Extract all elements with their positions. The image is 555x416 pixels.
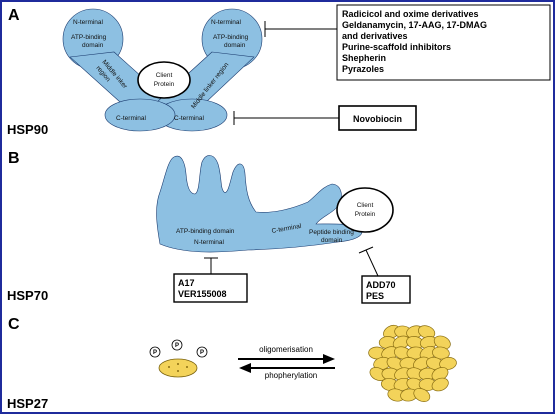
hsp90-c-terminal-left: C-terminal: [116, 115, 147, 122]
hsp70-peptide-line2: domain: [321, 237, 343, 244]
hsp70-peptide-line1: Peptide binding: [309, 229, 354, 236]
hsp90-c-terminal-right: C-terminal: [174, 115, 205, 122]
panel-name-hsp27: HSP27: [7, 396, 48, 411]
inhibitor-line-5: Shepherin: [342, 53, 386, 63]
oligomer-subunit: [439, 357, 457, 370]
hsp90-n-terminal-right: N-terminal: [211, 19, 242, 26]
ver155008-label: VER155008: [178, 289, 227, 299]
hsp27-phospho-dimer: P P P: [149, 339, 208, 378]
hsp90-ctd-inhibition-line: [233, 111, 339, 125]
phospho-p-left: P: [153, 350, 157, 356]
hsp90-atp-right-line2: domain: [224, 42, 246, 49]
hsp70-client-line2: Protein: [355, 211, 376, 218]
hsp90-n-terminal-left: N-terminal: [73, 19, 104, 26]
hsp90-client-line1: Client: [156, 72, 173, 79]
hsp70-client-line1: Client: [357, 202, 374, 209]
hsp70-atp-inhibition-line: [204, 257, 218, 274]
panel-letter-a: A: [8, 7, 20, 24]
panel-name-hsp70: HSP70: [7, 288, 48, 303]
hsp90-client-line2: Protein: [154, 81, 175, 88]
inhibitor-line-4: Purine-scaffold inhibitors: [342, 42, 451, 52]
add70-label: ADD70: [366, 280, 396, 290]
panel-name-hsp90: HSP90: [7, 122, 48, 137]
inhibitor-line-2: Geldanamycin, 17-AAG, 17-DMAG: [342, 20, 487, 30]
inhibitor-line-1: Radicicol and oxime derivatives: [342, 9, 479, 19]
hsp90-atp-left-line1: ATP-binding: [71, 34, 107, 41]
hsp90-protein: [62, 8, 263, 132]
hsp90-atp-right-line1: ATP-binding: [213, 34, 249, 41]
inhibitor-line-3: and derivatives: [342, 31, 408, 41]
hsp70-n-terminal: N-terminal: [194, 239, 225, 246]
phopherylation-label: phopherylation: [265, 371, 317, 380]
a17-label: A17: [178, 278, 195, 288]
hsp70-protein: [156, 155, 363, 253]
hsp90-client-protein: [137, 61, 191, 99]
hsp70-peptide-inhibition-line: [358, 246, 379, 277]
oligomerisation-label: oligomerisation: [259, 345, 313, 354]
hsp90-ntd-inhibitor-box: [336, 4, 551, 81]
inhibitor-line-6: Pyrazoles: [342, 64, 384, 74]
hsp70-atp-label: ATP-binding domain: [176, 228, 235, 235]
hsp27-oligomer: [368, 324, 457, 402]
oligomer-subunit: [431, 377, 449, 392]
hsp27-equilibrium-arrows: [238, 354, 335, 373]
novobiocin-box: [338, 105, 417, 131]
panel-letter-c: C: [8, 316, 20, 333]
novobiocin-label: Novobiocin: [353, 114, 402, 124]
pes-label: PES: [366, 291, 384, 301]
hsp90-atp-left-line2: domain: [82, 42, 104, 49]
hsp70-atp-inhibitor-box: [173, 273, 248, 303]
phospho-p-middle: P: [175, 343, 179, 349]
hsp70-client-protein: [336, 187, 394, 233]
panel-letter-b: B: [8, 150, 20, 167]
oligomer-subunit: [413, 388, 431, 402]
hsp70-peptide-inhibitor-box: [361, 275, 411, 304]
phospho-p-right: P: [200, 350, 204, 356]
hsp90-ntd-inhibition-line: [264, 21, 337, 37]
